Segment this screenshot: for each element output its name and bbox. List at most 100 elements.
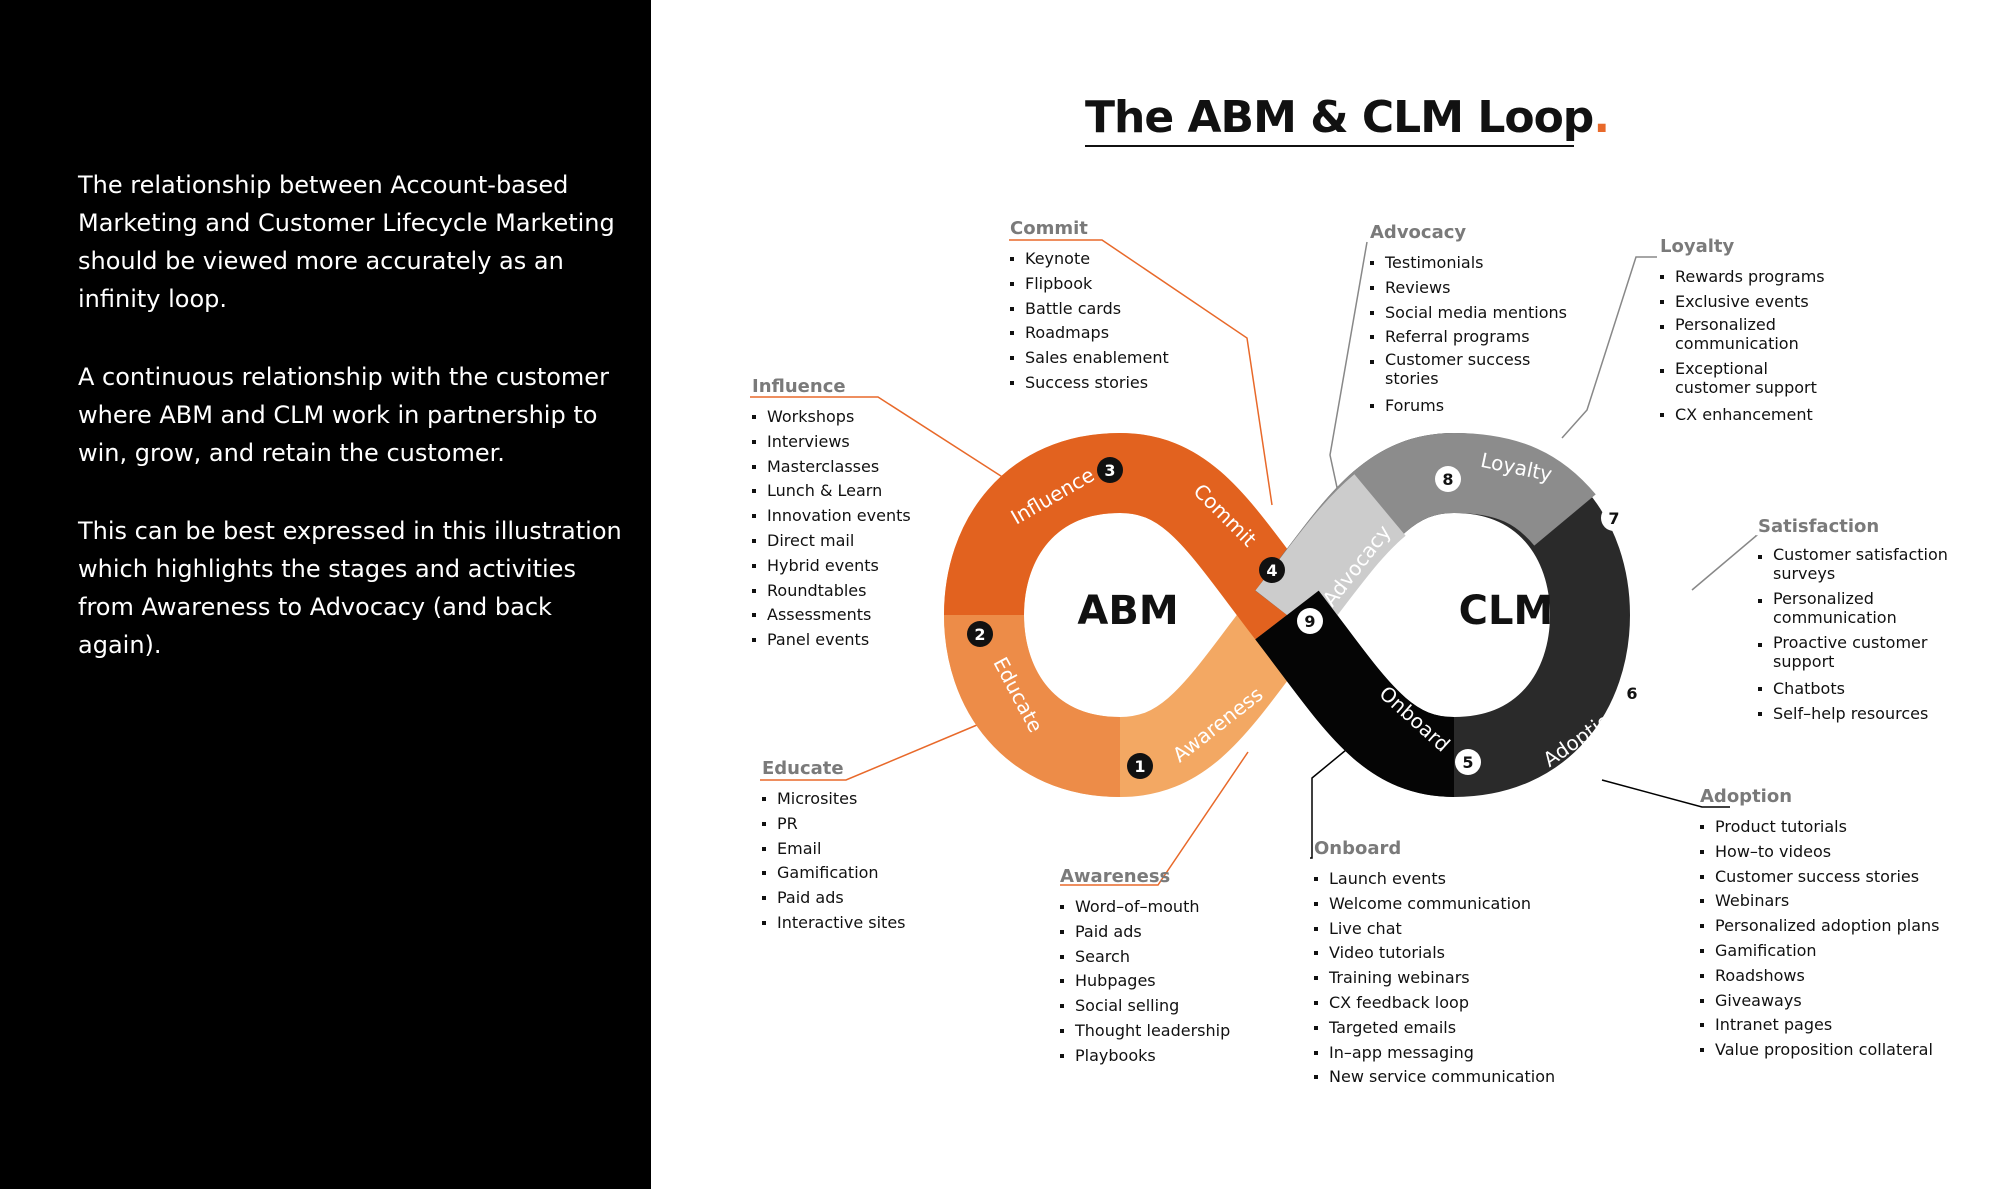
list-item: Giveaways — [1700, 989, 1939, 1014]
list-item: Targeted emails — [1314, 1016, 1555, 1041]
list-item: Roadmaps — [1010, 321, 1169, 346]
list-item: Product tutorials — [1700, 815, 1939, 840]
list-item: Chatbots — [1758, 677, 1973, 702]
list-item: Reviews — [1370, 276, 1580, 301]
list-item: Panel events — [752, 628, 911, 653]
list-item: Forums — [1370, 394, 1580, 419]
list-item: Sales enablement — [1010, 346, 1169, 371]
stage-number-7: 7 — [1608, 509, 1619, 528]
list-item: Intranet pages — [1700, 1013, 1939, 1038]
stage-number-5: 5 — [1462, 753, 1473, 772]
group-title: Satisfaction — [1758, 516, 1880, 537]
intro-paragraph-3: This can be best expressed in this illus… — [78, 517, 622, 659]
loyalty-connector — [1561, 256, 1657, 439]
list-item: CX enhancement — [1660, 403, 1840, 428]
list-item: Interactive sites — [762, 911, 906, 936]
group-title: Adoption — [1700, 786, 1793, 807]
list-item: Masterclasses — [752, 455, 911, 480]
clm-band-advocacy — [1255, 474, 1407, 640]
list-item: Personalized adoption plans — [1700, 914, 1939, 939]
influence-connector — [750, 396, 1005, 479]
title-underline — [1085, 145, 1574, 147]
list-item: Exclusive events — [1660, 290, 1840, 315]
page-title: The ABM & CLM Loop. — [1085, 92, 1610, 143]
list-item: Welcome communication — [1314, 892, 1555, 917]
group-awareness: Awareness Word–of–mouth Paid ads Search … — [1060, 866, 1230, 1069]
item-list: Testimonials Reviews Social media mentio… — [1370, 251, 1580, 419]
list-item: Proactive customer support — [1758, 633, 1943, 671]
list-item: How–to videos — [1700, 840, 1939, 865]
item-list: Workshops Interviews Masterclasses Lunch… — [752, 405, 911, 653]
item-list: Microsites PR Email Gamification Paid ad… — [762, 787, 906, 936]
group-title: Awareness — [1060, 866, 1171, 887]
group-commit: Commit Keynote Flipbook Battle cards Roa… — [1010, 218, 1169, 396]
list-item: Workshops — [752, 405, 911, 430]
item-list: Launch events Welcome communication Live… — [1314, 867, 1555, 1090]
list-item: Gamification — [1700, 939, 1939, 964]
stage-number-6: 6 — [1626, 684, 1637, 703]
list-item: Roadshows — [1700, 964, 1939, 989]
list-item: Gamification — [762, 861, 906, 886]
list-item: PR — [762, 812, 906, 837]
stage-number-1: 1 — [1134, 757, 1145, 776]
list-item: Keynote — [1010, 247, 1169, 272]
list-item: Social selling — [1060, 994, 1230, 1019]
group-title: Loyalty — [1660, 236, 1735, 257]
stage-number-8: 8 — [1442, 470, 1453, 489]
intro-paragraph-1: The relationship between Account-based M… — [78, 171, 615, 313]
list-item: Battle cards — [1010, 297, 1169, 322]
list-item: Paid ads — [1060, 920, 1230, 945]
group-title: Influence — [752, 376, 846, 397]
list-item: Self–help resources — [1758, 702, 1973, 727]
stage-label-satisfaction: Satisfaction — [1641, 535, 1689, 655]
commit-connector — [1009, 239, 1273, 506]
stage-number-3: 3 — [1104, 461, 1115, 480]
group-advocacy: Advocacy Testimonials Reviews Social med… — [1370, 222, 1580, 419]
list-item: Training webinars — [1314, 966, 1555, 991]
list-item: Personalized communication — [1758, 589, 1923, 627]
list-item: CX feedback loop — [1314, 991, 1555, 1016]
stage-number-2: 2 — [974, 625, 985, 644]
list-item: Roundtables — [752, 579, 911, 604]
group-adoption: Adoption Product tutorials How–to videos… — [1700, 786, 1939, 1063]
list-item: Live chat — [1314, 917, 1555, 942]
list-item: Microsites — [762, 787, 906, 812]
group-title: Onboard — [1314, 838, 1402, 859]
list-item: Interviews — [752, 430, 911, 455]
list-item: Hybrid events — [752, 554, 911, 579]
list-item: Personalized communication — [1660, 315, 1825, 353]
awareness-connector — [1060, 751, 1249, 886]
list-item: Customer success stories — [1370, 350, 1580, 388]
satisfaction-connector — [1691, 535, 1759, 591]
educate-connector — [760, 724, 978, 781]
item-list: Customer satisfaction surveys Personaliz… — [1758, 545, 1973, 727]
group-onboard: Onboard Launch events Welcome communicat… — [1314, 838, 1555, 1090]
item-list: Word–of–mouth Paid ads Search Hubpages S… — [1060, 895, 1230, 1069]
list-item: Thought leadership — [1060, 1019, 1230, 1044]
list-item: Email — [762, 837, 906, 862]
intro-paragraph-2: A continuous relationship with the custo… — [78, 363, 609, 467]
clm-band-onboard — [1255, 590, 1456, 797]
list-item: Innovation events — [752, 504, 911, 529]
item-list: Rewards programs Exclusive events Person… — [1660, 265, 1840, 427]
group-educate: Educate Microsites PR Email Gamification… — [762, 758, 906, 936]
stage-number-9: 9 — [1304, 612, 1315, 631]
group-title: Commit — [1010, 218, 1088, 239]
list-item: Testimonials — [1370, 251, 1580, 276]
group-title: Educate — [762, 758, 844, 779]
clm-label: CLM — [1459, 588, 1554, 634]
title-text: The ABM & CLM Loop — [1085, 92, 1594, 143]
intro-panel: The relationship between Account-based M… — [0, 0, 651, 1189]
list-item: Lunch & Learn — [752, 479, 911, 504]
item-list: Product tutorials How–to videos Customer… — [1700, 815, 1939, 1063]
item-list: Keynote Flipbook Battle cards Roadmaps S… — [1010, 247, 1169, 396]
list-item: Webinars — [1700, 889, 1939, 914]
list-item: Exceptional customer support — [1660, 359, 1840, 397]
list-item: Video tutorials — [1314, 941, 1555, 966]
list-item: Assessments — [752, 603, 911, 628]
abm-label: ABM — [1077, 588, 1178, 634]
list-item: Success stories — [1010, 371, 1169, 396]
group-title: Advocacy — [1370, 222, 1467, 243]
